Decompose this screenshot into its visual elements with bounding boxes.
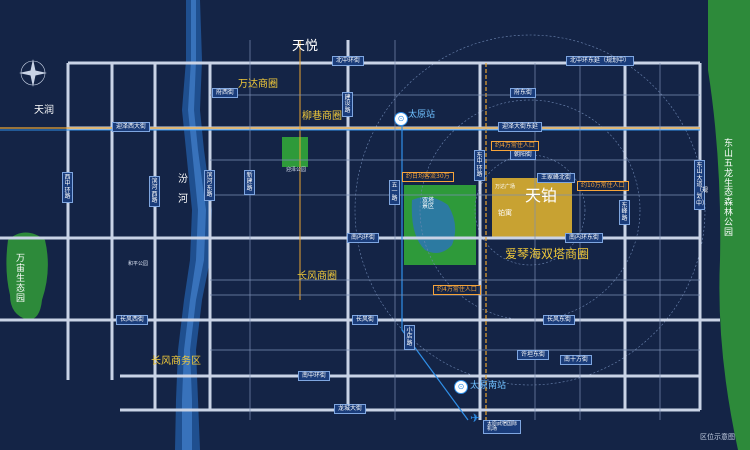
road-nanzhonghuan: 南中环街 (298, 371, 331, 381)
road-changfengdong: 长风东街 (543, 315, 576, 325)
road-yingzedong: 迎泽大街东延 (498, 122, 543, 132)
zone-wanda: 万达商圈 (238, 79, 278, 90)
station-airport: 太原武宿国际机场 (483, 420, 521, 434)
road-xizhonghuan: 西中环路 (62, 172, 73, 204)
road-jianshe: 建设路 (342, 92, 353, 117)
road-dongshandadao: 东山大道（规划中） (694, 160, 708, 211)
yingze-park-shape (282, 137, 308, 167)
road-dongfeng: 东峰路 (619, 200, 630, 225)
south-station-icon: ⊙ (454, 380, 468, 394)
park-heping: 和平公园 (128, 261, 149, 267)
road-beizhonghuan: 北中环街 (332, 56, 365, 66)
station-taiyuannan: 太原南站 (470, 381, 507, 391)
road-binhedong: 滨河东路 (204, 170, 215, 202)
dongshan-park-shape (708, 0, 750, 450)
park-yingze: 迎泽公园 (286, 167, 307, 173)
zone-changfeng: 长风商圈 (297, 271, 337, 282)
road-yingzexi: 迎泽西大街 (112, 122, 151, 132)
road-xiaomao: 小店路 (404, 325, 415, 350)
wanbai-park-shape (6, 232, 48, 320)
zone-aiqinhai: 爱琴海双塔商圈 (505, 247, 590, 261)
road-zhaoyang: 朝阳街 (510, 150, 537, 160)
park-wanbai: 万宙生态园 (16, 254, 26, 304)
road-nanneihuan: 南内环街 (347, 233, 380, 243)
park-shuangta: 双塔景区 (422, 197, 435, 210)
road-changfeng: 长风街 (352, 315, 379, 325)
zone-changfeng-business: 长风商务区 (151, 356, 201, 367)
distance-1: 约4万常住人口 (491, 141, 539, 151)
road-fuxijie: 府西街 (212, 88, 239, 98)
compass-icon (19, 59, 47, 87)
map-footer: 区位示意图 (700, 433, 735, 441)
road-nanshifang: 南十方街 (560, 355, 593, 365)
zone-liuxiang: 柳巷商圈 (302, 111, 342, 122)
distance-3: 约4万常住人口 (433, 285, 481, 295)
road-wuyilu: 五一路 (389, 180, 400, 205)
train-station-icon: ⊙ (394, 112, 408, 126)
road-wangjiafeng: 王家峰北街 (537, 173, 576, 183)
project-name2: 铂寓 (498, 209, 512, 217)
tianyue-logo: 天悦 (292, 39, 319, 54)
project-plot (492, 178, 572, 238)
road-nanneihuandong: 南内环东街 (565, 233, 604, 243)
road-changfengxi: 长风西街 (116, 315, 149, 325)
road-xinjian: 新建路 (244, 170, 255, 195)
distance-4: 约10万常住人口 (577, 181, 629, 191)
road-xuefudong: 许坦东街 (517, 350, 550, 360)
park-dongshan: 东山五龙生态森林公园 (724, 139, 734, 239)
station-taiyuan: 太原站 (408, 110, 436, 120)
road-beizhonghuan-east: 北中环东延（规划中） (566, 56, 635, 66)
road-longcheng: 龙城大街 (334, 404, 367, 414)
road-binhexi: 滨河西路 (149, 176, 160, 208)
tianrun-logo: 天润 (34, 105, 54, 116)
road-fudongjie: 府东街 (510, 88, 537, 98)
project-brand-sub: 万达广场 (495, 184, 516, 190)
airport-icon: ✈ (470, 411, 481, 425)
fen-river (175, 0, 212, 450)
road-dongzhonghuan: 东中环路 (474, 150, 485, 182)
river-label: 汾河 (178, 174, 188, 205)
distance-2: 约日均客流30万 (402, 172, 454, 182)
tianbo-logo: 天铂 (525, 186, 558, 205)
